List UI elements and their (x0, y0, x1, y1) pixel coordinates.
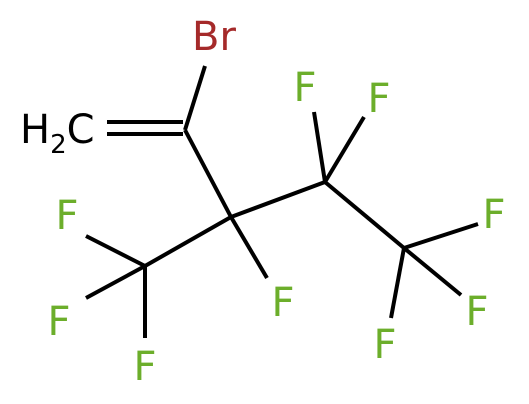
fluorine-label-cf3-top: F (55, 193, 78, 239)
bond-c1-br (183, 65, 207, 131)
atom-labels: Br H2C F F F F F F F F F (20, 14, 506, 390)
ch2-c: C (67, 107, 95, 153)
bond-c2-f (229, 215, 269, 280)
bond-c1-c2 (183, 129, 233, 218)
fluorine-label-cf3-bottom: F (133, 344, 156, 390)
bonds (85, 65, 479, 338)
fluorine-label-c4-bottom-left: F (373, 322, 396, 368)
ch2-label: H2C (20, 107, 95, 160)
bond-c3-f-top-left (312, 111, 327, 183)
fluorine-label-c3-top-left: F (293, 65, 316, 111)
bond-cf3-f-top (85, 234, 146, 268)
fluorine-label-c4-right: F (482, 192, 505, 238)
fluorine-label-c3-top-right: F (367, 76, 390, 122)
bond-c3-c4 (323, 180, 406, 250)
ch2-subscript: 2 (50, 130, 67, 160)
bond-c2-c3 (230, 180, 326, 219)
bromine-label: Br (192, 14, 236, 60)
bond-c4-f-right (403, 222, 479, 250)
bond-cf3-f-left (85, 264, 146, 300)
bond-c4-f-bottom (402, 246, 463, 297)
bond-c3-f-top-right (323, 115, 366, 184)
bond-c4-f-bottom-left (389, 247, 406, 319)
fluorine-label-cf3-left: F (47, 299, 70, 345)
fluorine-label-c2: F (271, 280, 294, 326)
fluorine-label-c4-bottom: F (465, 289, 488, 335)
bond-c2-cf3 (144, 215, 232, 268)
ch2-h: H (20, 107, 50, 153)
